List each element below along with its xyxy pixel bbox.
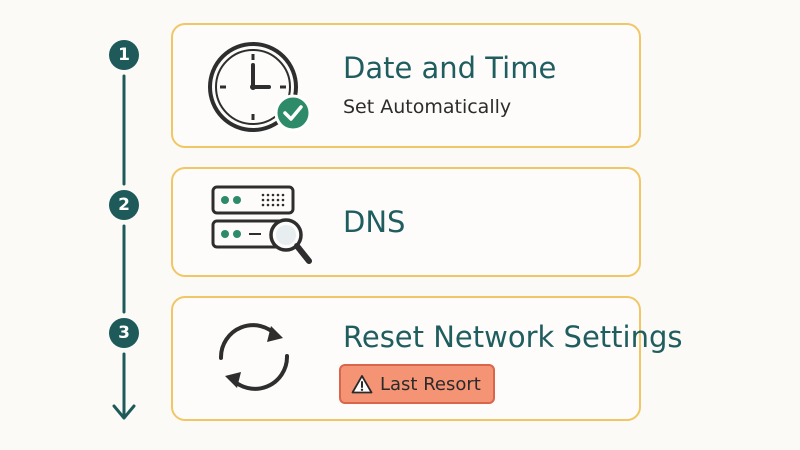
step-number-1: 1 [109,40,139,70]
warning-icon [351,375,373,394]
step-title-dns: DNS [343,205,406,239]
server-search-icon [211,185,312,264]
step-title-reset-network: Reset Network Settings [343,320,683,354]
step-card-dns: DNS [171,167,641,277]
step-card-date-time: Date and Time Set Automatically [171,23,641,148]
step-number-3: 3 [109,318,139,348]
step-number-2: 2 [109,190,139,220]
last-resort-badge: Last Resort [339,364,495,404]
clock-check-icon [208,42,312,132]
step-title-date-time: Date and Time [343,51,557,85]
step-subtitle-date-time: Set Automatically [343,96,512,118]
refresh-cycle-icon [218,323,290,391]
step-card-reset-network: Reset Network Settings Last Resort [171,296,682,421]
badge-label: Last Resort [380,373,481,395]
timeline-arrow-head [112,404,136,420]
